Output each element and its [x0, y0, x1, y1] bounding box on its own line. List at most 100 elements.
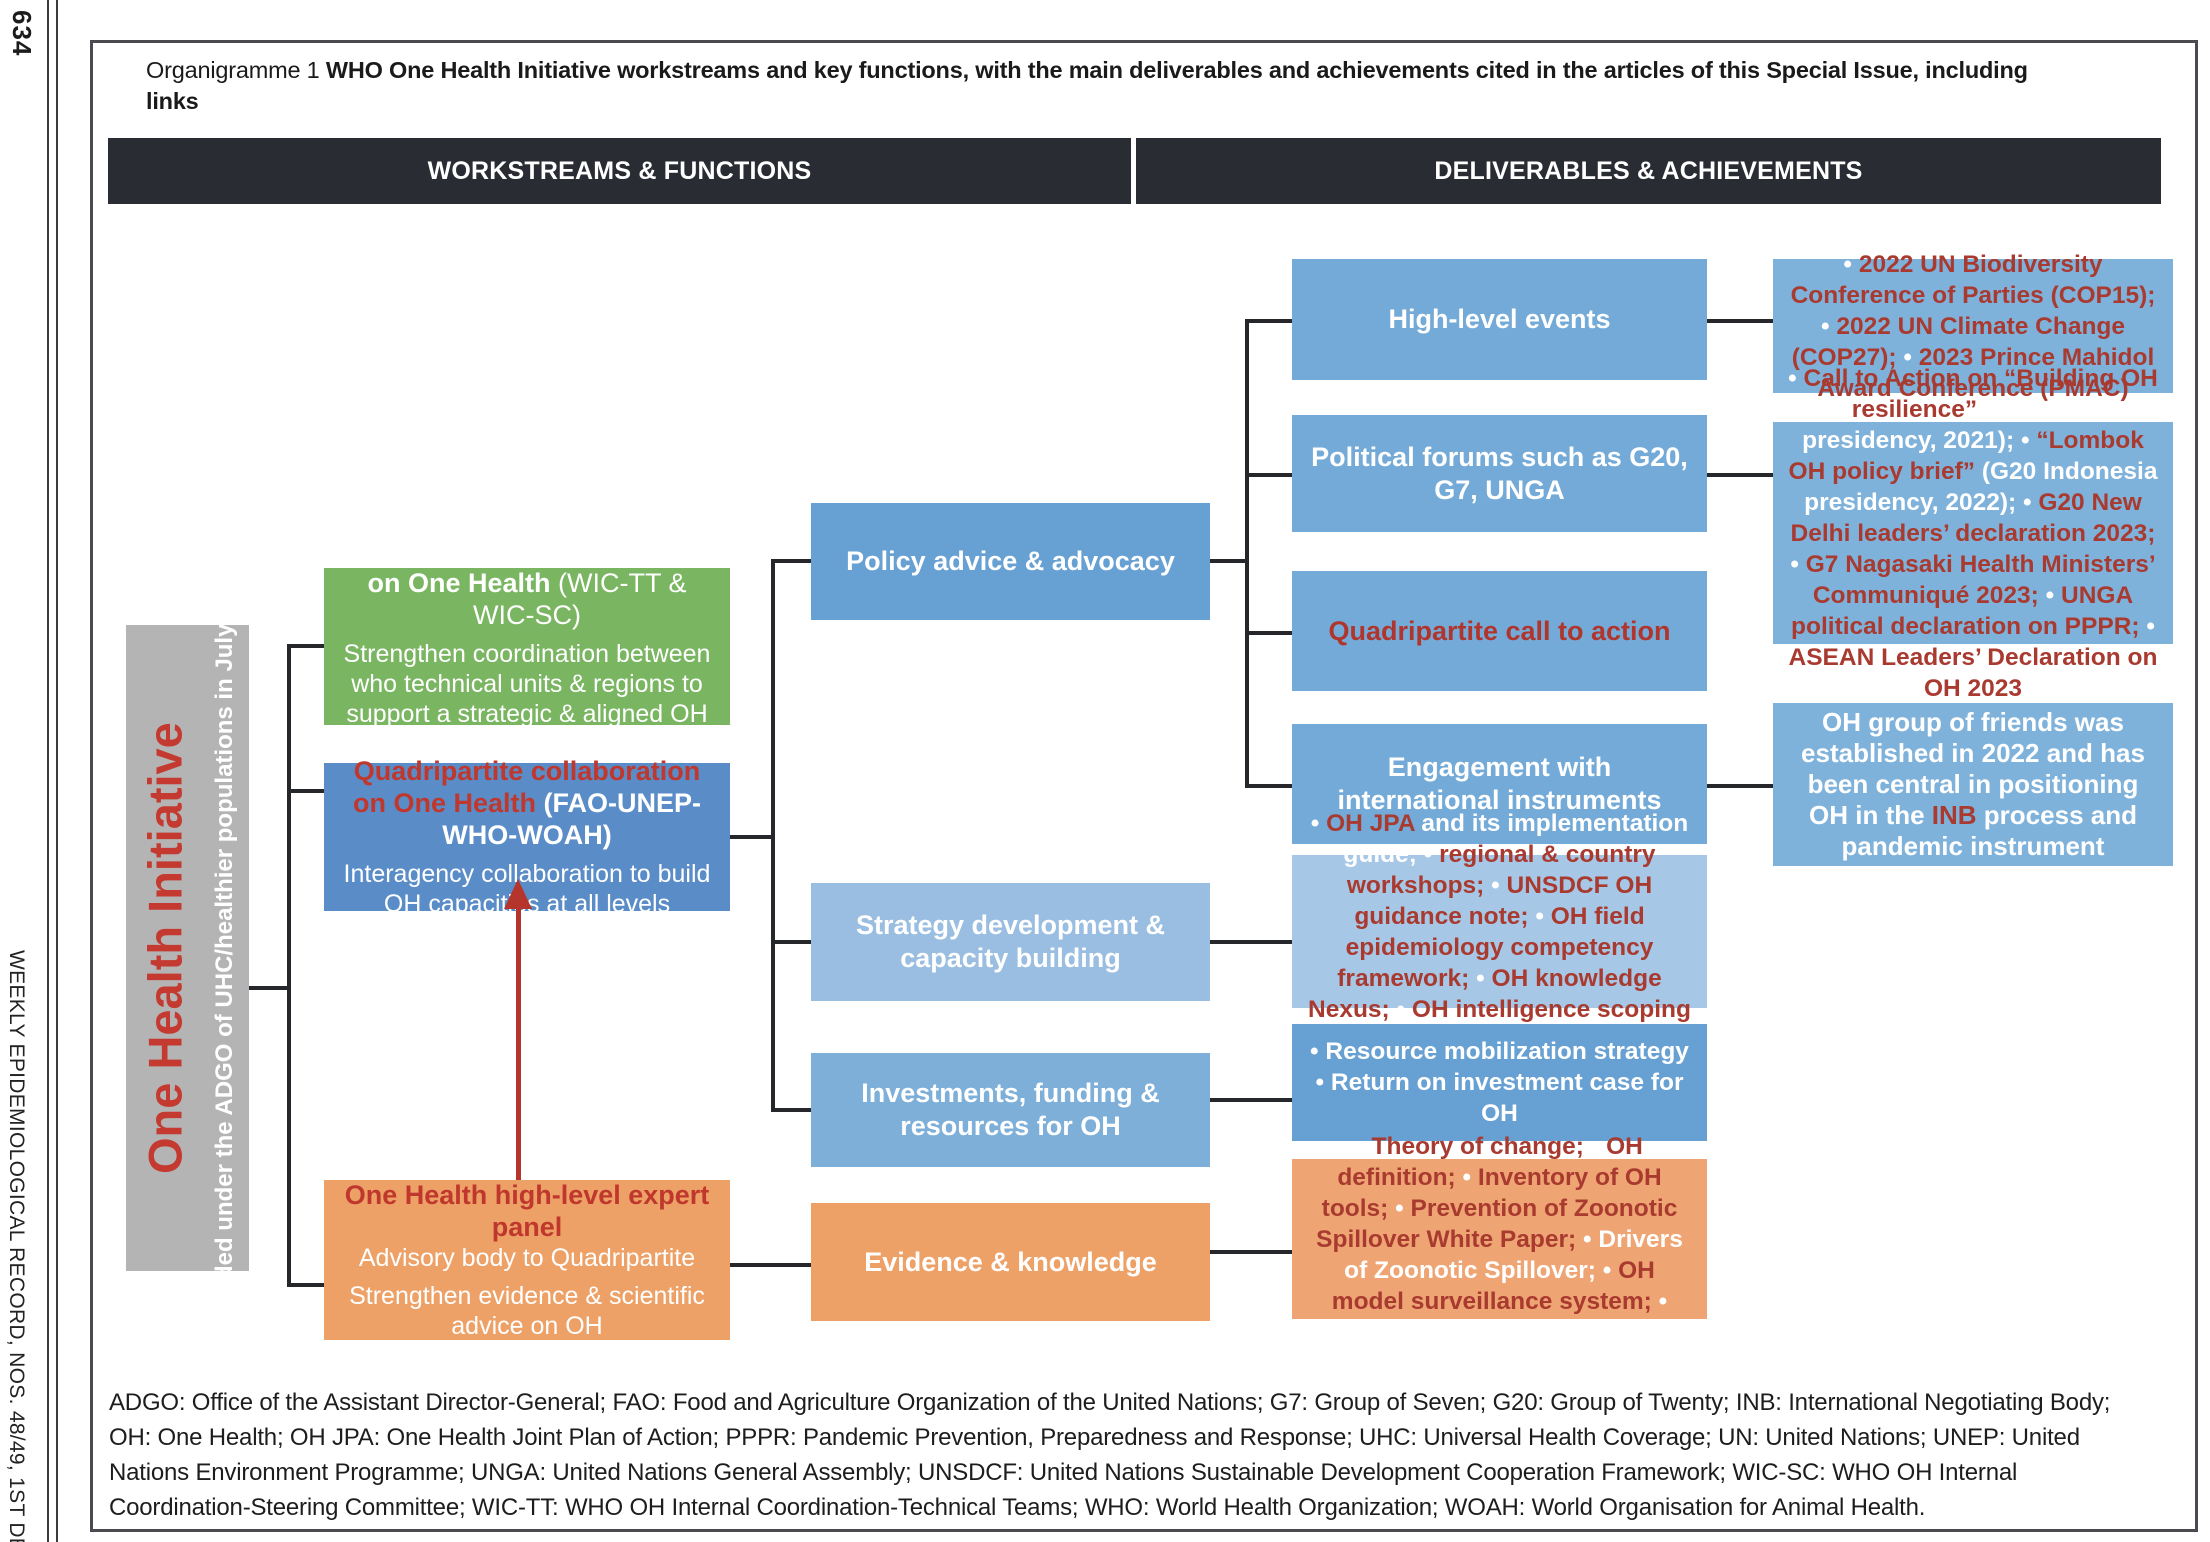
connector: [1245, 631, 1292, 635]
figure-title-text-line2: links: [146, 88, 199, 114]
deliverable-segment: •: [1476, 964, 1492, 992]
deliverable-segment: •: [1491, 871, 1507, 899]
deliverable-segment: “Lombok OH policy brief”: [1788, 426, 2144, 485]
deliverable-segment: •: [1843, 250, 1859, 278]
connector: [1210, 1250, 1292, 1254]
deliverable-segment: •: [2022, 488, 2039, 516]
connector: [730, 835, 775, 839]
connector: [1707, 473, 1773, 477]
deliverable-segment: 2022 UN Biodiversity Conference of Parti…: [1790, 250, 2156, 309]
connector: [1245, 319, 1249, 788]
workstream-title: Quadripartite collaboration on One Healt…: [352, 756, 701, 850]
deliverable-segment: •: [1820, 312, 1837, 340]
deliverable-segment: •: [1790, 550, 1806, 578]
channel-quadripartite-call-to-action: Quadripartite call to action: [1292, 571, 1707, 691]
deliverable-segment: •: [1310, 809, 1327, 837]
workstream-who-internal-coordination: WHO internal coordination on One Health …: [324, 536, 730, 758]
function-strategy-development: Strategy development & capacity building: [811, 883, 1210, 1001]
deliverable-segment: Drivers of Zoonotic Spillover;: [1344, 1225, 1683, 1284]
connector: [730, 1263, 811, 1267]
deliverable-segment: OH JPA: [1326, 809, 1415, 837]
header-workstreams-functions: WORKSTREAMS & FUNCTIONS: [108, 138, 1131, 204]
deliverable-line: • Resource mobilization strategy: [1310, 1038, 1689, 1065]
deliverable-high-level-events: • 2022 UN Biodiversity Conference of Par…: [1773, 251, 2173, 402]
connector: [249, 986, 289, 990]
deliverable-segment: •: [1788, 364, 1804, 392]
figure-label: Organigramme 1: [146, 57, 320, 83]
function-investments-funding: Investments, funding & resources for OH: [811, 1053, 1210, 1167]
connector: [287, 644, 291, 1287]
connector: [1707, 319, 1773, 323]
deliverable-segment: Inventory of OH tools;: [1321, 1163, 1662, 1222]
deliverable-segment: •: [1602, 1256, 1619, 1284]
deliverable-segment: regional & country workshops;: [1346, 840, 1656, 899]
deliverable-segment: UNSDCF OH guidance note;: [1354, 871, 1653, 930]
deliverable-segment: OH model surveillance system;: [1331, 1256, 1659, 1315]
deliverable-segment: •: [2020, 426, 2037, 454]
deliverable-segment: G20 New Delhi leaders’ declaration 2023;: [1790, 488, 2156, 547]
channel-engagement-international-instruments: Engagement with international instrument…: [1292, 724, 1707, 844]
connector: [771, 940, 811, 944]
connector: [1210, 1098, 1292, 1102]
workstream-body-line2: Strengthen evidence & scientific advice …: [349, 1282, 705, 1340]
deliverable-resource-mobilization: • Resource mobilization strategy • Retur…: [1292, 1024, 1707, 1141]
deliverable-segment: •: [1356, 1132, 1372, 1160]
connector: [1245, 784, 1292, 788]
root-subtitle: founded under the ADGO of UHC/healthier …: [211, 563, 238, 1333]
channel-high-level-events: High-level events: [1292, 259, 1707, 380]
connector: [1707, 784, 1773, 788]
connector: [1245, 319, 1292, 323]
function-policy-advice: Policy advice & advocacy: [811, 503, 1210, 620]
deliverable-segment: G7 Nagasaki Health Ministers’ Communiqué…: [1805, 550, 2156, 609]
connector: [287, 644, 324, 648]
root-box-one-health-initiative: One Health Initiative founded under the …: [126, 563, 249, 1333]
deliverable-segment: •: [2146, 612, 2155, 640]
deliverable-oh-group-of-friends: OH group of friends was established in 2…: [1773, 703, 2173, 866]
figure-title-text: WHO One Health Initiative workstreams an…: [325, 57, 2028, 83]
deliverable-segment: OH group of friends was established in 2…: [1801, 707, 2145, 830]
deliverable-segment: OH definition;: [1337, 1132, 1643, 1191]
deliverable-segment: (G20 Indonesia presidency, 2022);: [1804, 457, 2158, 516]
deliverable-segment: 2022 UN Climate Change (COP27);: [1791, 312, 2126, 371]
deliverable-line: • Return on investment case for OH: [1315, 1069, 1684, 1127]
connector: [1210, 940, 1292, 944]
page-number: 634: [7, 10, 37, 57]
deliverable-segment: (G20 Italy presidency, 2021);: [1802, 395, 2095, 454]
deliverable-segment: •: [1535, 902, 1551, 930]
deliverable-segment: Compendium of OH case studies: [1307, 1318, 1692, 1346]
connector: [771, 559, 811, 563]
connector: [771, 559, 775, 1112]
channel-political-forums: Political forums such as G20, G7, UNGA: [1292, 415, 1707, 532]
connector: [1210, 559, 1249, 563]
footnote-abbreviations: ADGO: Office of the Assistant Director-G…: [109, 1389, 2111, 1521]
root-title: One Health Initiative: [138, 722, 192, 1174]
deliverable-segment: and its implementation guide;: [1343, 809, 1689, 868]
arrow-up-icon: [504, 879, 532, 909]
deliverable-political-forums: • Call to Action on “Building OH resilie…: [1773, 365, 2173, 702]
figure-frame: Organigramme 1 WHO One Health Initiative…: [90, 40, 2198, 1532]
deliverable-segment: INB: [1931, 800, 1977, 830]
deliverable-segment: •: [1590, 1132, 1607, 1160]
connector: [287, 789, 324, 793]
connector: [287, 1283, 324, 1287]
deliverable-segment: •: [1462, 1163, 1478, 1191]
workstream-ohhlep: One Health high-level expert panel Advis…: [324, 1180, 730, 1340]
deliverable-segment: •: [1583, 1225, 1599, 1253]
ohhlep-to-quadripartite-arrow: [516, 903, 521, 1180]
deliverable-segment: •: [2045, 581, 2062, 609]
connector: [771, 1108, 811, 1112]
workstream-title: WHO internal coordination on One Health …: [356, 535, 698, 630]
gutter-rule: [56, 0, 58, 1542]
workstream-body: Strengthen coordination between who tech…: [343, 639, 711, 758]
deliverable-segment: ASEAN Leaders’ Declaration on OH 2023: [1788, 643, 2158, 702]
deliverable-segment: Prevention of Zoonotic Spillover White P…: [1316, 1194, 1678, 1253]
header-deliverables-achievements: DELIVERABLES & ACHIEVEMENTS: [1136, 138, 2161, 204]
deliverable-segment: •: [1395, 1194, 1411, 1222]
deliverable-segment: OH knowledge Nexus;: [1308, 964, 1662, 1023]
workstream-body-line1: Advisory body to Quadripartite: [358, 1244, 696, 1272]
journal-sidebar-text: WEEKLY EPIDEMIOLOGICAL RECORD, NOS. 48/4…: [5, 950, 28, 1542]
deliverable-segment: •: [1658, 1287, 1668, 1315]
gutter-rule: [47, 0, 49, 1542]
deliverable-segment: 2023 Prince Mahidol Award Conference (PM…: [1817, 343, 2155, 402]
